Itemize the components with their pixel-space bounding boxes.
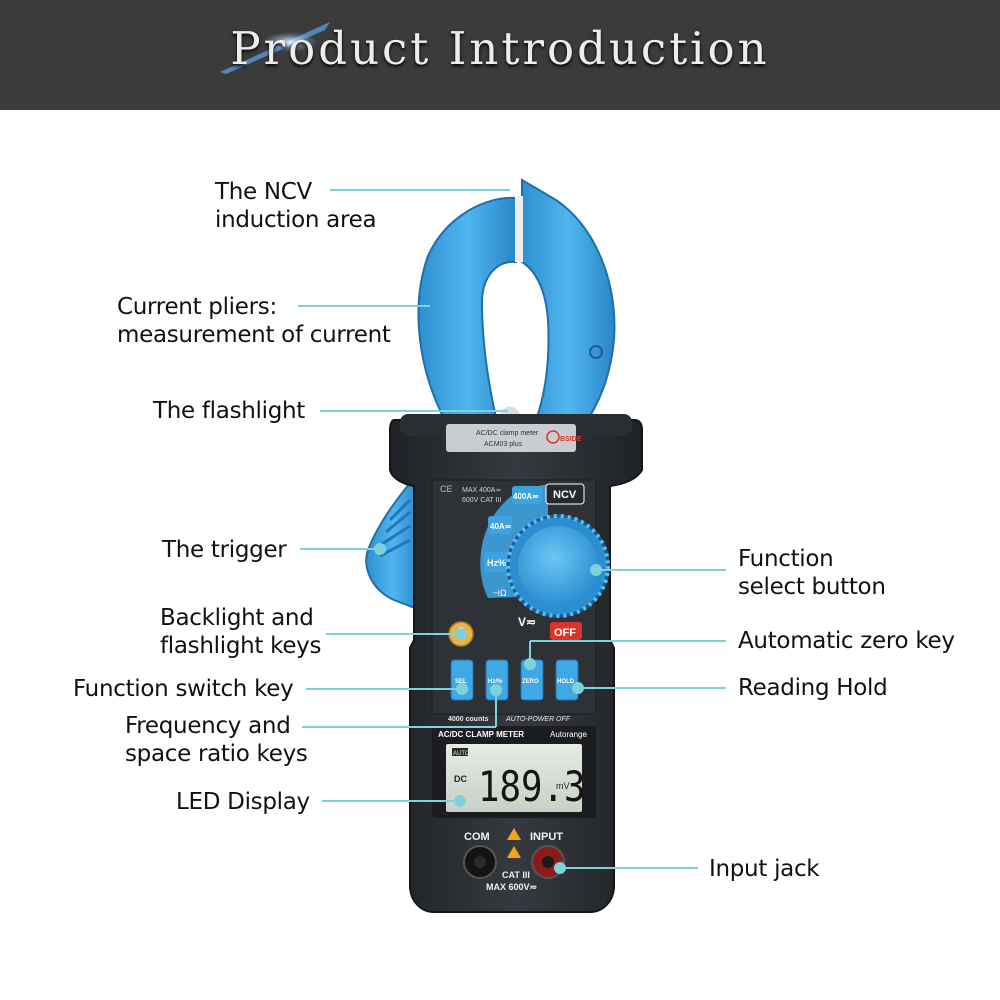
dial-ncv: NCV xyxy=(553,489,577,501)
dot-frequency xyxy=(490,684,502,696)
sel-key-label: SEL xyxy=(455,679,467,685)
label-function-select: Function select button xyxy=(738,545,886,601)
page-title: Product Introduction xyxy=(230,22,770,75)
label-ncv-line2: induction area xyxy=(215,207,377,233)
label-backlight-line1: Backlight and xyxy=(160,605,314,631)
label-trigger: The trigger xyxy=(162,537,287,563)
label-ncv-line1: The NCV xyxy=(215,179,312,205)
spec-current: MAX 400A≂ xyxy=(462,487,501,494)
trigger xyxy=(365,477,421,612)
dot-auto-zero xyxy=(524,658,536,670)
header-banner: Product Introduction xyxy=(0,0,1000,110)
dial-off: OFF xyxy=(554,627,576,639)
com-label: COM xyxy=(464,831,490,843)
label-backlight-line2: flashlight keys xyxy=(160,633,322,659)
light-streak-icon xyxy=(220,22,330,74)
dot-hold xyxy=(572,682,584,694)
label-input-jack: Input jack xyxy=(709,856,820,882)
label-frequency-line2: space ratio keys xyxy=(125,741,308,767)
lcd-auto: AUTO xyxy=(453,751,470,757)
hold-key-label: HOLD xyxy=(557,679,575,685)
label-frequency: Frequency and space ratio keys xyxy=(125,712,308,768)
brand-name: BSIDE xyxy=(560,436,582,443)
dial-resistance: ⊣Ω xyxy=(492,588,507,598)
flashlight-lens xyxy=(500,406,520,414)
label-pliers-line1: Current pliers: xyxy=(117,294,277,320)
label-pliers-line2: measurement of current xyxy=(117,322,391,348)
spec-voltage: 600V CAT III xyxy=(462,497,501,504)
brand-logo-icon xyxy=(546,430,560,444)
dot-function-select xyxy=(590,564,602,576)
max-voltage-label: MAX 600V≂ xyxy=(486,882,537,892)
label-function-select-line1: Function xyxy=(738,546,834,572)
label-backlight: Backlight and flashlight keys xyxy=(160,604,321,660)
ce-mark: CE xyxy=(440,484,453,494)
meter-model-label: AC/DC clamp meter xyxy=(476,430,539,437)
lcd-dc: DC xyxy=(454,774,467,784)
label-function-select-line2: select button xyxy=(738,574,886,600)
dot-backlight xyxy=(455,628,467,640)
warning-icon-2 xyxy=(507,846,521,858)
dot-led xyxy=(454,795,466,807)
warning-icon xyxy=(507,828,521,840)
meter-model-number: ACM03 plus xyxy=(484,441,523,448)
cat-label: CAT III xyxy=(502,870,530,880)
auto-power-off-label: AUTO-POWER OFF xyxy=(505,716,571,723)
dial-40a: 40A≂ xyxy=(490,522,512,531)
lcd-reading: 189.3 xyxy=(478,763,585,811)
dot-function-switch xyxy=(456,683,468,695)
meter-name-label: AC/DC CLAMP METER xyxy=(438,730,524,739)
led-display xyxy=(446,744,582,812)
counts-label: 4000 counts xyxy=(448,716,489,723)
label-frequency-line1: Frequency and xyxy=(125,713,291,739)
dial-hz: Hz% xyxy=(487,558,506,568)
label-auto-zero: Automatic zero key xyxy=(738,628,955,654)
label-pliers: Current pliers: measurement of current xyxy=(117,293,391,349)
label-ncv: The NCV induction area xyxy=(215,178,377,234)
label-hold: Reading Hold xyxy=(738,675,888,701)
dial-400a: 400A≂ xyxy=(513,492,539,501)
autorange-label: Autorange xyxy=(550,730,587,739)
label-led: LED Display xyxy=(176,789,310,815)
label-function-switch: Function switch key xyxy=(73,676,294,702)
zero-key-label: ZERO xyxy=(522,679,539,685)
dial-voltage: V≂ xyxy=(518,615,536,629)
dot-trigger xyxy=(374,543,386,555)
hz-key-label: Hz/% xyxy=(488,679,503,685)
input-label: INPUT xyxy=(530,831,563,843)
lcd-unit: mV xyxy=(556,781,570,791)
label-flashlight: The flashlight xyxy=(153,398,306,424)
dot-input-jack xyxy=(554,862,566,874)
